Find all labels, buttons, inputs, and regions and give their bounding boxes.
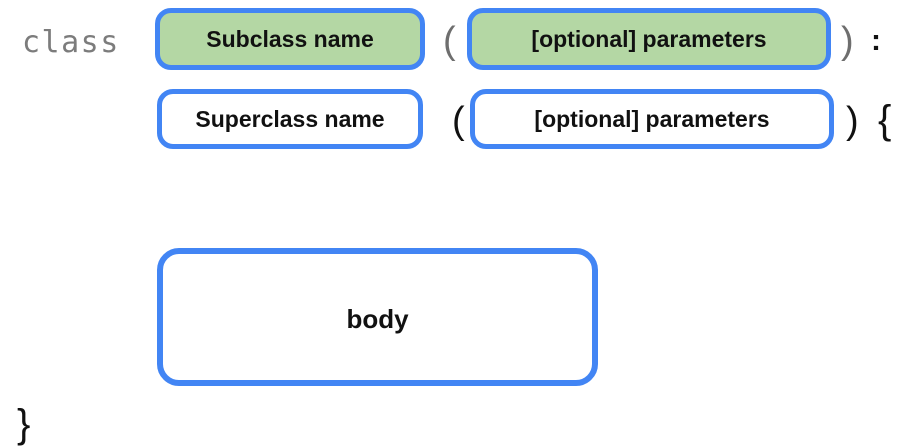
opening-brace: { — [878, 98, 892, 142]
row2-open-paren: ( — [452, 100, 465, 142]
body-slot[interactable]: body — [157, 248, 598, 386]
subclass-parameters-label: [optional] parameters — [531, 25, 767, 52]
subclass-name-slot[interactable]: Subclass name — [155, 8, 425, 70]
colon-terminator: : — [871, 24, 881, 57]
subclass-parameters-slot[interactable]: [optional] parameters — [467, 8, 831, 70]
row1-close-paren: ) — [841, 20, 854, 62]
subclass-name-label: Subclass name — [206, 25, 374, 52]
superclass-parameters-label: [optional] parameters — [534, 105, 770, 132]
class-keyword: class — [22, 25, 120, 60]
superclass-parameters-slot[interactable]: [optional] parameters — [470, 89, 834, 149]
row1-open-paren: ( — [443, 20, 456, 62]
row2-close-paren: ) — [846, 100, 859, 142]
closing-brace: } — [17, 402, 31, 446]
superclass-name-label: Superclass name — [195, 105, 385, 132]
superclass-name-slot[interactable]: Superclass name — [157, 89, 423, 149]
body-label: body — [346, 304, 409, 334]
